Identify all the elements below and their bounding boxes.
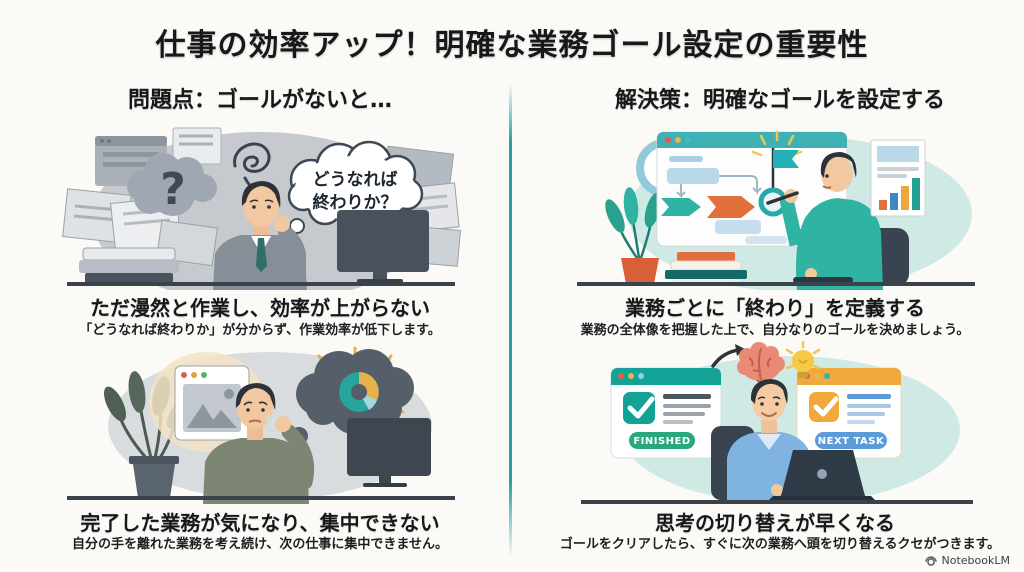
next-task-pill bbox=[815, 432, 887, 449]
worker-smiling bbox=[727, 379, 811, 504]
paper-stack bbox=[79, 247, 179, 283]
bubble-text-line2: 終わりか？ bbox=[313, 192, 398, 213]
image-window bbox=[149, 352, 265, 452]
lightbulb-icon bbox=[785, 340, 821, 378]
finished-label: FINISHED bbox=[633, 436, 690, 447]
brand-watermark: NotebookLM bbox=[924, 553, 1010, 567]
worker-thinking bbox=[213, 181, 307, 290]
illustration-lingering-thoughts bbox=[55, 342, 465, 504]
next-task-checkbox bbox=[809, 392, 839, 422]
orange-arrow bbox=[707, 196, 755, 218]
next-task-label: NEXT TASK bbox=[818, 436, 885, 447]
solution1-subcaption: 業務の全体像を把握した上で、自分なりのゴールを決めましょう。 bbox=[580, 323, 970, 338]
finished-header bbox=[611, 368, 721, 385]
keyboard bbox=[793, 277, 853, 283]
problem2-subcaption: 自分の手を離れた業務を考え続け、次の仕事に集中できません。 bbox=[72, 537, 448, 552]
bubble-text-line1: どうなれば bbox=[313, 170, 398, 190]
book-stack bbox=[665, 252, 747, 284]
desk bbox=[577, 282, 975, 286]
flowchart-window bbox=[656, 130, 848, 247]
solution2-subcaption: ゴールをクリアしたら、すぐに次の業務へ頭を切り替えるクセがつきます。 bbox=[559, 537, 1001, 552]
pie-chart-cloud bbox=[282, 346, 414, 455]
bar-chart-document bbox=[870, 139, 926, 217]
worker-pointing bbox=[766, 152, 883, 290]
illustration-define-goal bbox=[565, 122, 985, 290]
desk bbox=[67, 496, 455, 500]
monitor bbox=[347, 418, 431, 487]
desk bbox=[67, 282, 455, 286]
question-cloud: ? bbox=[127, 153, 217, 216]
switch-arrowhead bbox=[735, 344, 745, 356]
illustration-endless-work: ? どうなれば 終わりか？ bbox=[55, 122, 465, 290]
brain-icon bbox=[737, 342, 785, 383]
teal-arrow bbox=[661, 198, 701, 216]
brand-name: NotebookLM bbox=[941, 553, 1010, 567]
notebooklm-logo-icon bbox=[924, 556, 937, 566]
finished-window: FINISHED bbox=[610, 367, 722, 459]
question-mark: ? bbox=[160, 164, 186, 215]
problem2-caption: 完了した業務が気になり、集中できない bbox=[80, 511, 440, 535]
finished-pill bbox=[629, 432, 695, 449]
next-task-window: NEXT TASK bbox=[796, 367, 902, 459]
next-task-header bbox=[797, 368, 901, 385]
problem-column-header: 問題点：ゴールがないと… bbox=[127, 88, 392, 113]
solution2-caption: 思考の切り替えが早くなる bbox=[655, 511, 895, 535]
worker-worried bbox=[203, 383, 315, 504]
finished-checkbox bbox=[623, 392, 655, 424]
column-divider bbox=[509, 84, 512, 558]
problem1-subcaption: 「どうなれば終わりか」が分からず、作業効率が低下します。 bbox=[79, 323, 441, 338]
desk bbox=[581, 500, 973, 504]
solution-column-header: 解決策：明確なゴールを設定する bbox=[614, 88, 945, 113]
page-title: 仕事の効率アップ！明確な業務ゴール設定の重要性 bbox=[155, 28, 869, 63]
problem1-caption: ただ漫然と作業し、効率が上がらない bbox=[90, 296, 430, 320]
solution1-caption: 業務ごとに「終わり」を定義する bbox=[625, 296, 925, 320]
illustration-task-switching: FINISHED NEXT TASK bbox=[565, 338, 985, 504]
